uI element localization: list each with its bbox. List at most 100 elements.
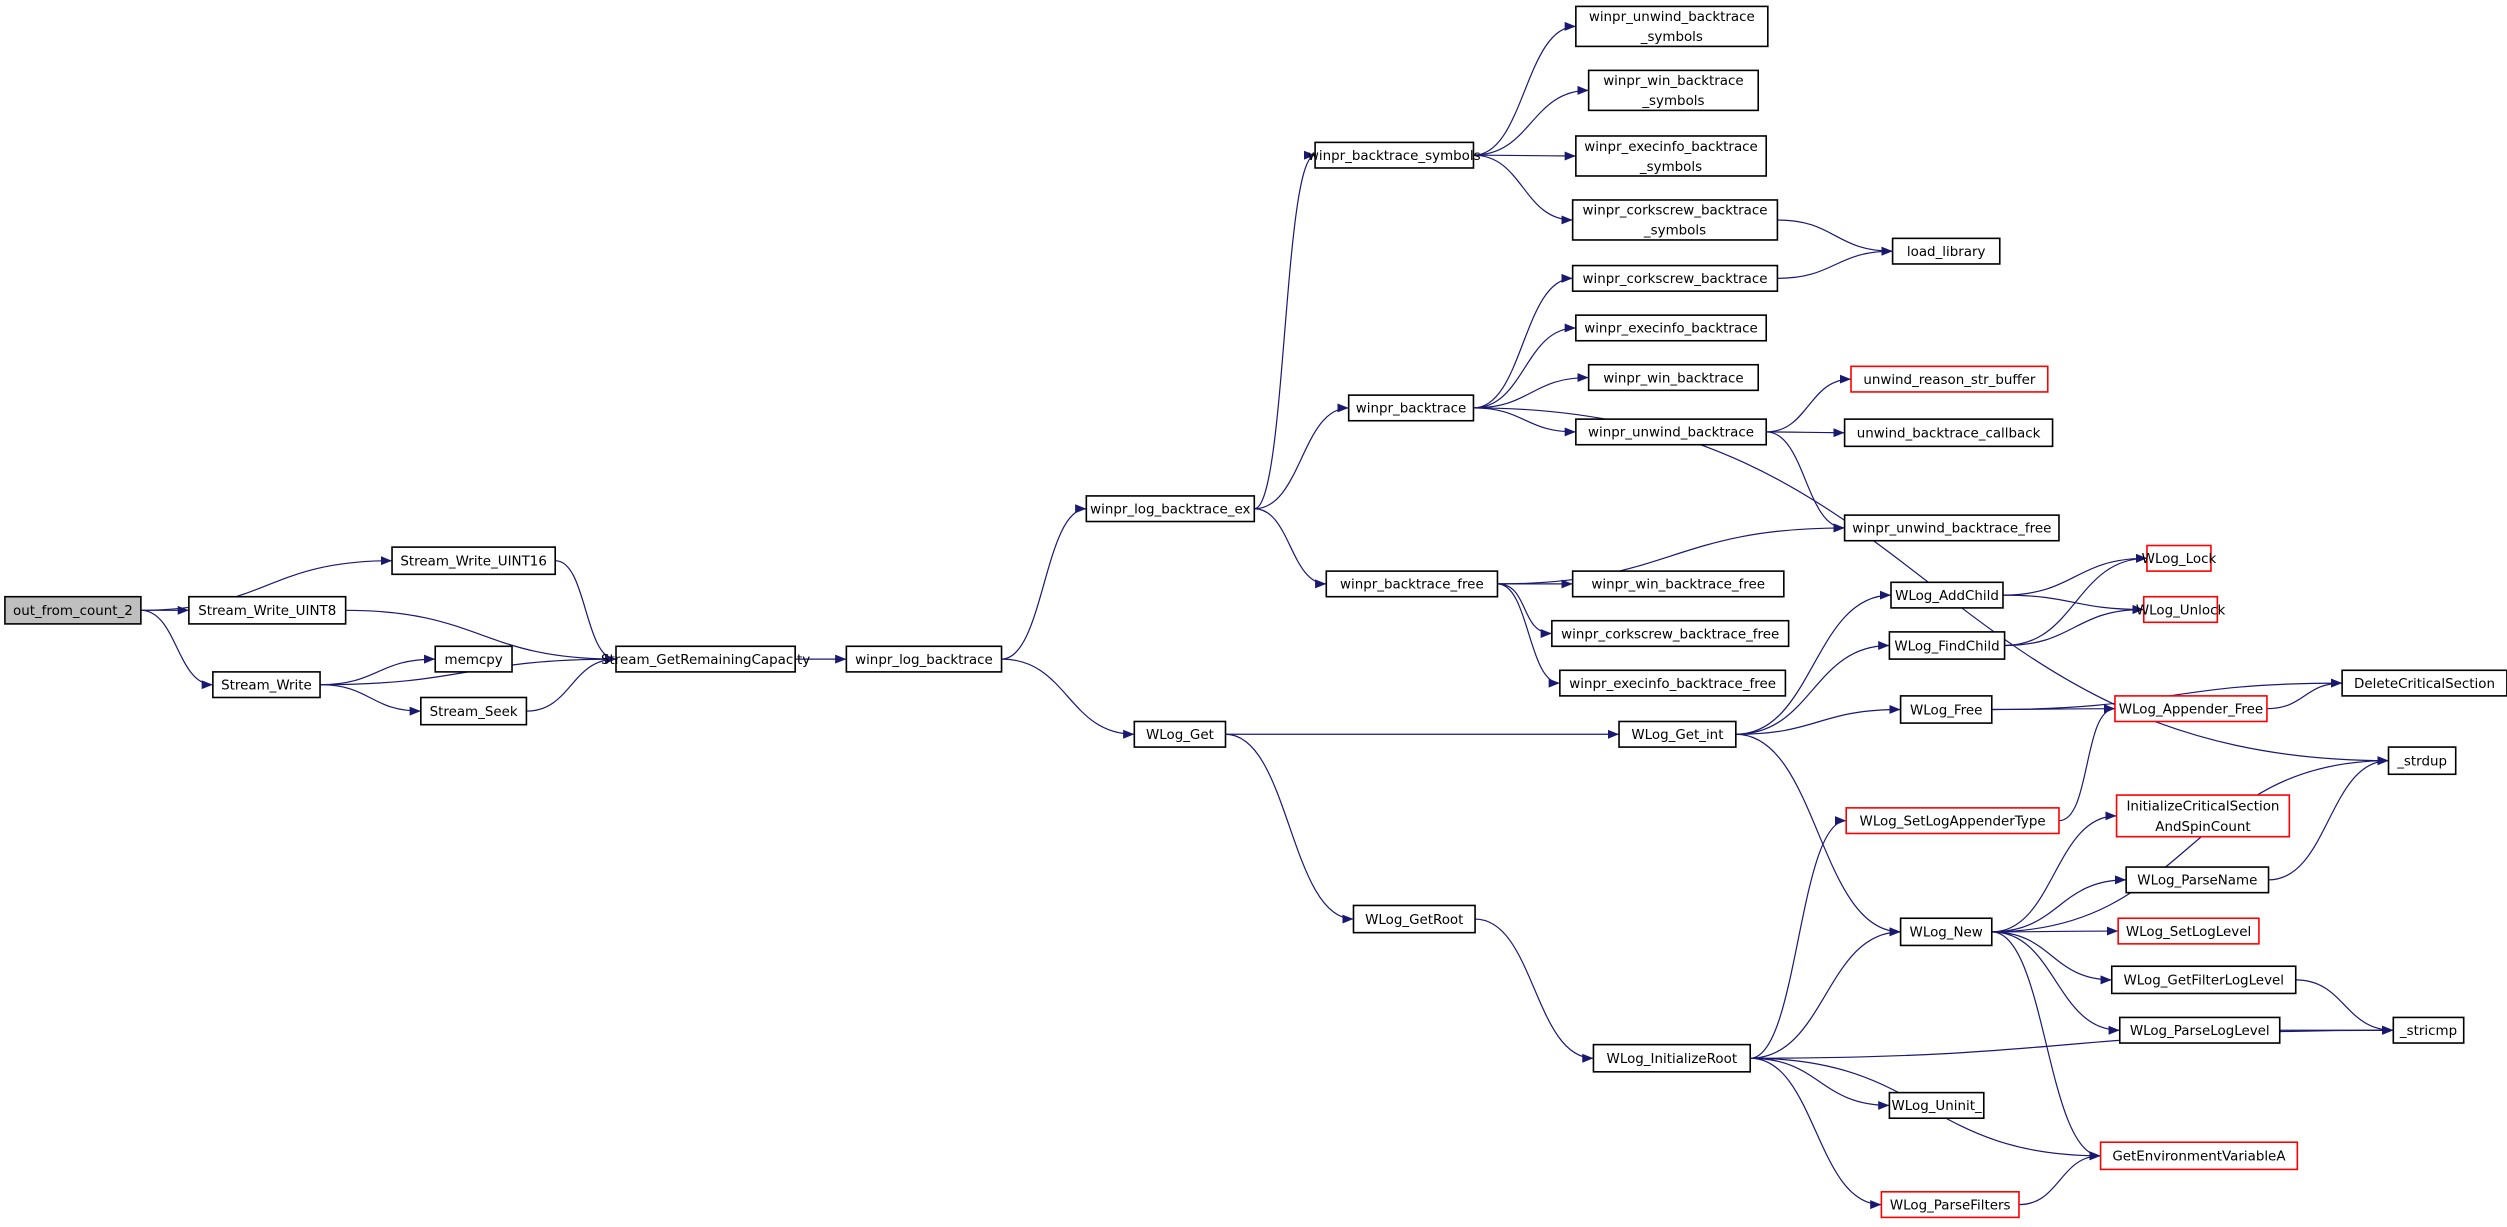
node-wlog-parsename[interactable]: WLog_ParseName <box>2125 866 2270 894</box>
node-box <box>1085 495 1256 523</box>
node-label: _symbols <box>1640 30 1703 45</box>
node-label: WLog_ParseName <box>2137 874 2257 889</box>
node-label: WLog_Free <box>1910 703 1982 718</box>
node-wlog-setloglevel[interactable]: WLog_SetLogLevel <box>2117 917 2260 945</box>
node-wlog-lock[interactable]: WLog_Lock <box>2142 544 2217 572</box>
edge-wlog-get-int-to-wlog-free <box>1735 705 1901 735</box>
node-label: Stream_Write_UINT16 <box>400 555 547 570</box>
node-winpr-execinfo-backtrace[interactable]: winpr_execinfo_backtrace <box>1575 314 1768 342</box>
edge-winpr-log-backtrace-ex-to-winpr-backtrace <box>1254 403 1349 510</box>
node-label: _symbols <box>1641 94 1704 109</box>
node-wlog-findchild[interactable]: WLog_FindChild <box>1888 631 2006 660</box>
node-box <box>1845 807 2060 835</box>
node-box <box>1888 631 2006 660</box>
node-box <box>1133 720 1227 748</box>
node-winpr-execinfo-backtrace-symbols[interactable]: winpr_execinfo_backtrace _symbols <box>1575 135 1768 177</box>
node-label: winpr_unwind_backtrace <box>1588 426 1754 441</box>
node-wlog-new[interactable]: WLog_New <box>1899 917 1993 947</box>
node-unwind-reason-str-buffer[interactable]: unwind_reason_str_buffer <box>1850 365 2049 393</box>
node-out-from-count-2[interactable]: out_from_count_2 <box>4 595 142 625</box>
node-winpr-corkscrew-backtrace-free[interactable]: winpr_corkscrew_backtrace_free <box>1551 619 1790 648</box>
node-stream-write-uint8[interactable]: Stream_Write_UINT8 <box>188 595 347 625</box>
node-box <box>1891 237 2001 265</box>
node-winpr-corkscrew-backtrace[interactable]: winpr_corkscrew_backtrace <box>1571 264 1779 292</box>
node-wlog-initializeroot[interactable]: WLog_InitializeRoot <box>1592 1043 1752 1073</box>
node-strdup[interactable]: _strdup <box>2387 746 2457 776</box>
node-label: WLog_InitializeRoot <box>1607 1052 1738 1067</box>
edge-winpr-unwind-backtrace-to-winpr-unwind-backtrace-free <box>1766 431 1845 533</box>
node-label: winpr_backtrace <box>1356 402 1467 417</box>
node-box <box>1347 394 1475 422</box>
node-winpr-corkscrew-backtrace-symbols[interactable]: winpr_corkscrew_backtrace_symbols <box>1571 199 1779 241</box>
node-box <box>391 546 557 576</box>
node-wlog-get[interactable]: WLog_Get <box>1133 720 1227 748</box>
edge-wlog-initializeroot-to-wlog-uninit <box>1750 1057 1890 1110</box>
node-load-library[interactable]: load_library <box>1891 237 2001 265</box>
node-stream-seek[interactable]: Stream_Seek <box>420 696 528 726</box>
edge-wlog-parsename-to-strdup <box>2268 756 2389 881</box>
edge-wlog-new-to-strdup <box>1991 756 2389 933</box>
edge-wlog-addchild-to-wlog-unlock <box>2002 594 2144 614</box>
node-wlog-free[interactable]: WLog_Free <box>1899 695 1993 724</box>
node-box <box>1559 669 1787 697</box>
node-box <box>1314 141 1475 169</box>
node-wlog-parseloglevel[interactable]: WLog_ParseLogLevel <box>2118 1016 2281 1044</box>
edge-wlog-getfilterloglevel-to-stricmp <box>2295 979 2394 1035</box>
node-getenvironmentvariablea[interactable]: GetEnvironmentVariableA <box>2099 1141 2299 1171</box>
node-label: _symbols <box>1639 160 1702 175</box>
node-winpr-backtrace-symbols[interactable]: winpr_backtrace_symbols <box>1308 141 1481 169</box>
node-stream-getremainingcapacity[interactable]: Stream_GetRemainingCapacity <box>601 645 810 673</box>
edge-wlog-findchild-to-wlog-lock <box>2004 553 2147 647</box>
node-stricmp[interactable]: _stricmp <box>2392 1016 2465 1044</box>
node-wlog-addchild[interactable]: WLog_AddChild <box>1890 581 2004 609</box>
edge-wlog-initializeroot-to-wlog-parsefilters <box>1750 1057 1882 1210</box>
node-box <box>2387 746 2457 776</box>
node-box <box>1571 570 1785 598</box>
node-label: _strdup <box>2396 754 2447 769</box>
node-wlog-unlock[interactable]: WLog_Unlock <box>2136 595 2226 624</box>
edge-winpr-backtrace-to-winpr-execinfo-backtrace <box>1473 323 1576 409</box>
node-label: _symbols <box>1643 224 1706 239</box>
node-winpr-win-backtrace-symbols[interactable]: winpr_win_backtrace_symbols <box>1587 69 1760 112</box>
node-stream-write-uint16[interactable]: Stream_Write_UINT16 <box>391 546 557 576</box>
node-winpr-win-backtrace-free[interactable]: winpr_win_backtrace_free <box>1571 570 1785 598</box>
node-winpr-win-backtrace[interactable]: winpr_win_backtrace <box>1587 363 1760 392</box>
node-wlog-get-int[interactable]: WLog_Get_int <box>1618 720 1737 748</box>
node-label: winpr_execinfo_backtrace <box>1584 140 1758 155</box>
node-wlog-parsefilters[interactable]: WLog_ParseFilters <box>1880 1191 2020 1219</box>
node-label: WLog_SetLogLevel <box>2126 925 2251 940</box>
node-stream-write[interactable]: Stream_Write <box>212 671 321 699</box>
node-deletecriticalsection[interactable]: DeleteCriticalSection <box>2341 669 2507 697</box>
edge-wlog-new-to-wlog-parseloglevel <box>1991 931 2120 1035</box>
node-winpr-unwind-backtrace[interactable]: winpr_unwind_backtrace <box>1575 418 1768 446</box>
node-wlog-getroot[interactable]: WLog_GetRoot <box>1352 904 1476 934</box>
node-winpr-backtrace-free[interactable]: winpr_backtrace_free <box>1325 570 1499 598</box>
node-winpr-execinfo-backtrace-free[interactable]: winpr_execinfo_backtrace_free <box>1559 669 1787 697</box>
edge-winpr-backtrace-free-to-winpr-unwind-backtrace-free <box>1497 523 1845 585</box>
edge-wlog-setlogappendertype-to-wlog-appender-free <box>2058 704 2116 822</box>
node-wlog-getfilterloglevel[interactable]: WLog_GetFilterLogLevel <box>2110 965 2297 995</box>
node-wlog-setlogappendertype[interactable]: WLog_SetLogAppenderType <box>1845 807 2060 835</box>
edge-winpr-backtrace-to-winpr-corkscrew-backtrace <box>1473 273 1573 409</box>
node-label: winpr_win_backtrace_free <box>1591 578 1765 593</box>
node-label: out_from_count_2 <box>13 604 133 619</box>
node-box <box>2125 866 2270 894</box>
node-winpr-log-backtrace[interactable]: winpr_log_backtrace <box>845 645 1003 673</box>
edge-stream-write-to-stream-seek <box>320 684 421 716</box>
node-unwind-backtrace-callback[interactable]: unwind_backtrace_callback <box>1843 418 2054 448</box>
node-winpr-unwind-backtrace-symbols[interactable]: winpr_unwind_backtrace_symbols <box>1575 5 1769 48</box>
node-winpr-backtrace[interactable]: winpr_backtrace <box>1347 394 1475 422</box>
node-label: WLog_New <box>1910 926 1983 941</box>
node-box <box>1888 1091 1985 1120</box>
node-winpr-unwind-backtrace-free[interactable]: winpr_unwind_backtrace_free <box>1843 514 2060 542</box>
node-memcpy[interactable]: memcpy <box>434 645 513 673</box>
node-winpr-log-backtrace-ex[interactable]: winpr_log_backtrace_ex <box>1085 495 1256 523</box>
node-box <box>212 671 321 699</box>
node-box <box>2115 794 2291 838</box>
node-wlog-appender-free[interactable]: WLog_Appender_Free <box>2114 695 2268 723</box>
node-label: GetEnvironmentVariableA <box>2112 1150 2286 1165</box>
node-wlog-uninit[interactable]: WLog_Uninit_ <box>1888 1091 1985 1120</box>
edge-wlog-new-to-wlog-getfilterloglevel <box>1991 931 2112 985</box>
